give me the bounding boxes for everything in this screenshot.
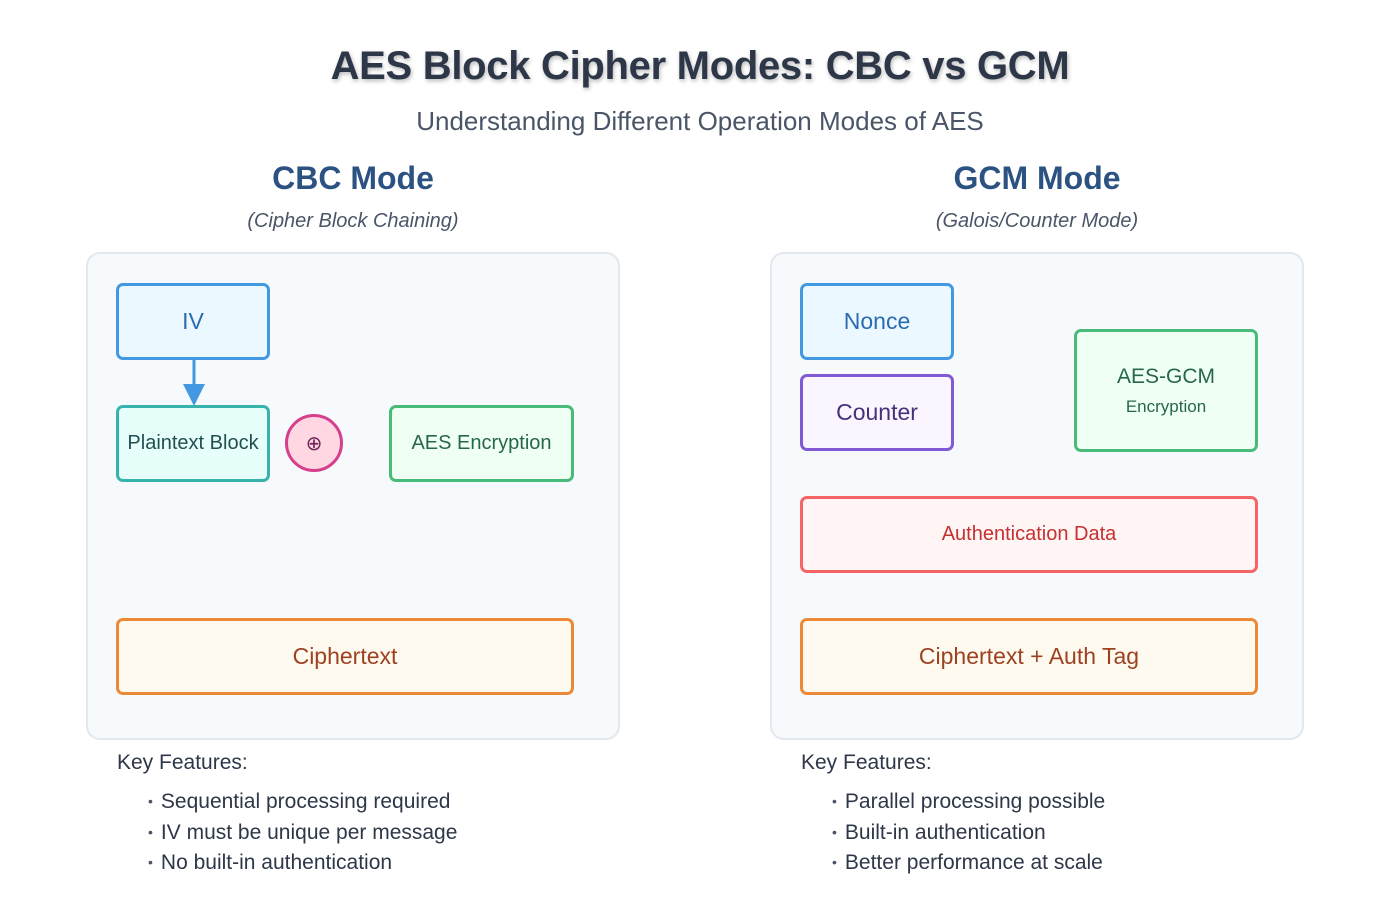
gcm-nonce-label: Nonce	[843, 308, 911, 334]
feature-text: No built-in authentication	[160, 851, 393, 874]
list-item: • IV must be unique per message	[148, 817, 457, 848]
gcm-features-list: • Parallel processing possible • Built-in …	[832, 786, 1105, 878]
feature-text: Better performance at scale	[844, 851, 1103, 874]
cbc-plaintext-label: Plaintext Block	[127, 432, 259, 454]
gcm-encryption-label: AES-GCM	[1116, 364, 1215, 388]
bullet-icon: •	[832, 854, 837, 870]
bullet-icon: •	[832, 823, 837, 840]
page-subtitle: Understanding Different Operation Modes …	[416, 106, 984, 136]
cbc-title: CBC Mode	[272, 160, 434, 196]
cbc-plaintext-box: Plaintext Block	[116, 405, 270, 482]
cbc-features-list: • Sequential processing required • IV must…	[148, 786, 457, 878]
gcm-title: GCM Mode	[953, 160, 1121, 196]
gcm-encryption-sublabel: Encryption	[1125, 396, 1207, 416]
xor-symbol: ⊕	[305, 431, 323, 455]
cbc-ciphertext-box: Ciphertext	[116, 618, 574, 695]
cbc-encryption-box: AES Encryption	[389, 405, 574, 482]
list-item: • No built-in authentication	[148, 847, 457, 878]
gcm-auth-data-label: Authentication Data	[941, 523, 1117, 545]
gcm-encryption-box: AES-GCM Encryption	[1074, 329, 1258, 452]
gcm-nonce-box: Nonce	[800, 283, 954, 360]
gcm-features-heading: Key Features:	[801, 751, 932, 774]
feature-text: Sequential processing required	[160, 790, 451, 813]
feature-text: IV must be unique per message	[160, 820, 458, 844]
cbc-iv-label: IV	[182, 308, 204, 334]
iv-to-plaintext-arrow	[183, 358, 205, 406]
gcm-counter-box: Counter	[800, 374, 954, 451]
list-item: • Better performance at scale	[832, 847, 1105, 878]
gcm-output-label: Ciphertext + Auth Tag	[918, 643, 1140, 669]
xor-icon: ⊕	[285, 414, 343, 472]
page-title: AES Block Cipher Modes: CBC vs GCM	[330, 44, 1070, 88]
feature-text: Built-in authentication	[844, 820, 1046, 844]
list-item: • Built-in authentication	[832, 817, 1105, 848]
list-item: • Parallel processing possible	[832, 786, 1105, 817]
bullet-icon: •	[148, 823, 153, 840]
cbc-iv-box: IV	[116, 283, 270, 360]
bullet-icon: •	[148, 793, 153, 809]
gcm-counter-label: Counter	[836, 399, 918, 425]
cbc-features-heading: Key Features:	[117, 751, 248, 774]
list-item: • Sequential processing required	[148, 786, 457, 817]
gcm-auth-data-box: Authentication Data	[800, 496, 1258, 573]
bullet-icon: •	[832, 793, 837, 809]
gcm-subtitle: (Galois/Counter Mode)	[935, 210, 1139, 232]
cbc-subtitle: (Cipher Block Chaining)	[247, 210, 459, 232]
gcm-output-box: Ciphertext + Auth Tag	[800, 618, 1258, 695]
cbc-encryption-label: AES Encryption	[411, 432, 552, 454]
bullet-icon: •	[148, 854, 153, 870]
cbc-ciphertext-label: Ciphertext	[292, 643, 398, 669]
feature-text: Parallel processing possible	[844, 790, 1106, 813]
